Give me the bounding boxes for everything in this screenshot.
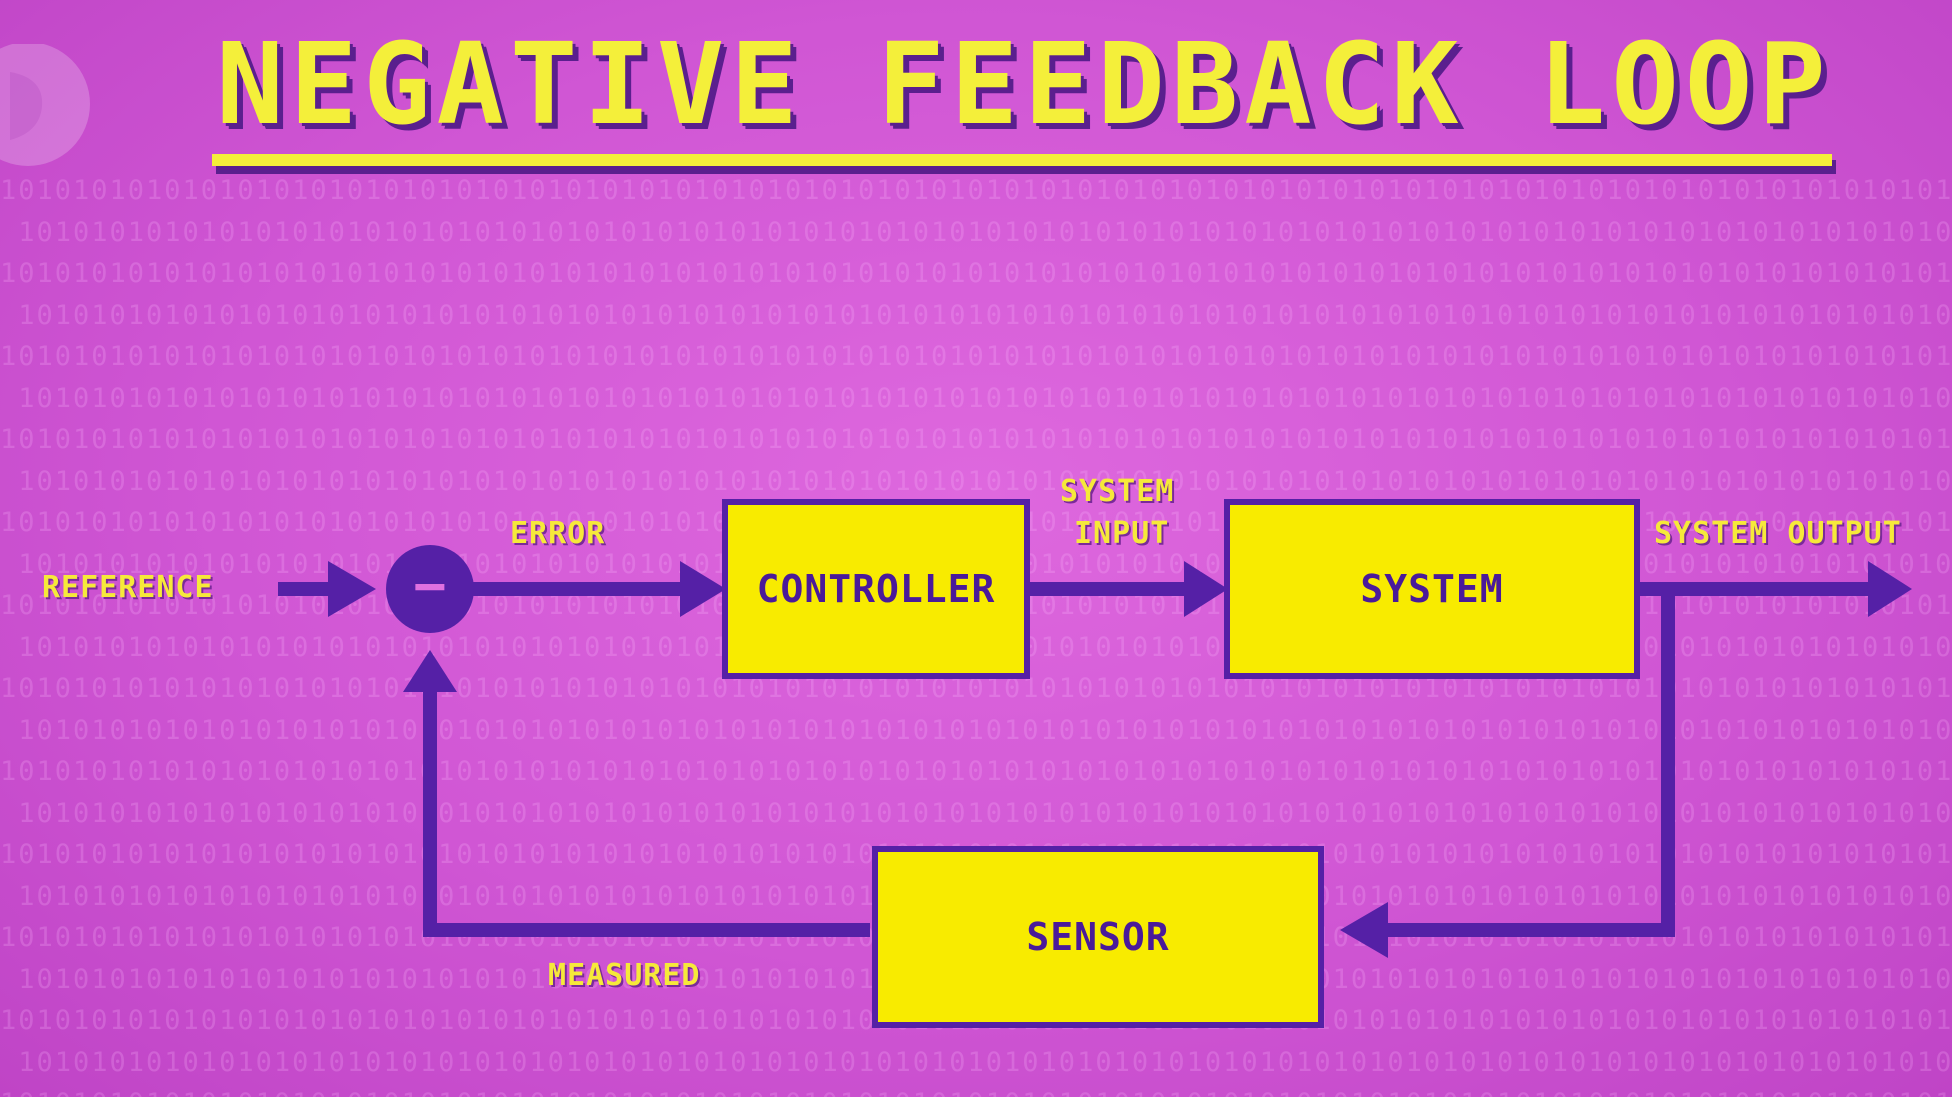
system-input-label-line2: INPUT — [1074, 516, 1170, 551]
pbs-logo-icon — [0, 44, 90, 166]
system-input-arrowhead — [1184, 561, 1228, 617]
measured-arrowhead — [403, 650, 457, 692]
error-arrowhead — [680, 561, 726, 617]
summing-junction — [386, 545, 474, 633]
title-underline — [212, 154, 1832, 166]
reference-label: REFERENCE — [42, 570, 214, 605]
sensor-block: SENSOR — [872, 846, 1324, 1028]
controller-block: CONTROLLER — [722, 499, 1030, 679]
system-output-arrowhead — [1868, 561, 1912, 617]
reference-arrowhead — [328, 561, 376, 617]
measured-label: MEASURED — [548, 958, 701, 993]
sensor-input-arrowhead — [1340, 902, 1388, 958]
measured-line — [423, 690, 870, 937]
summing-junction-minus: − — [414, 554, 447, 617]
page-title: NEGATIVE FEEDBACK LOOP — [216, 20, 1832, 150]
error-label: ERROR — [510, 516, 606, 551]
system-block: SYSTEM — [1224, 499, 1640, 679]
feedback-tap-line — [1380, 589, 1675, 937]
system-output-label: SYSTEM OUTPUT — [1654, 516, 1902, 551]
system-input-label-line1: SYSTEM — [1060, 474, 1175, 509]
